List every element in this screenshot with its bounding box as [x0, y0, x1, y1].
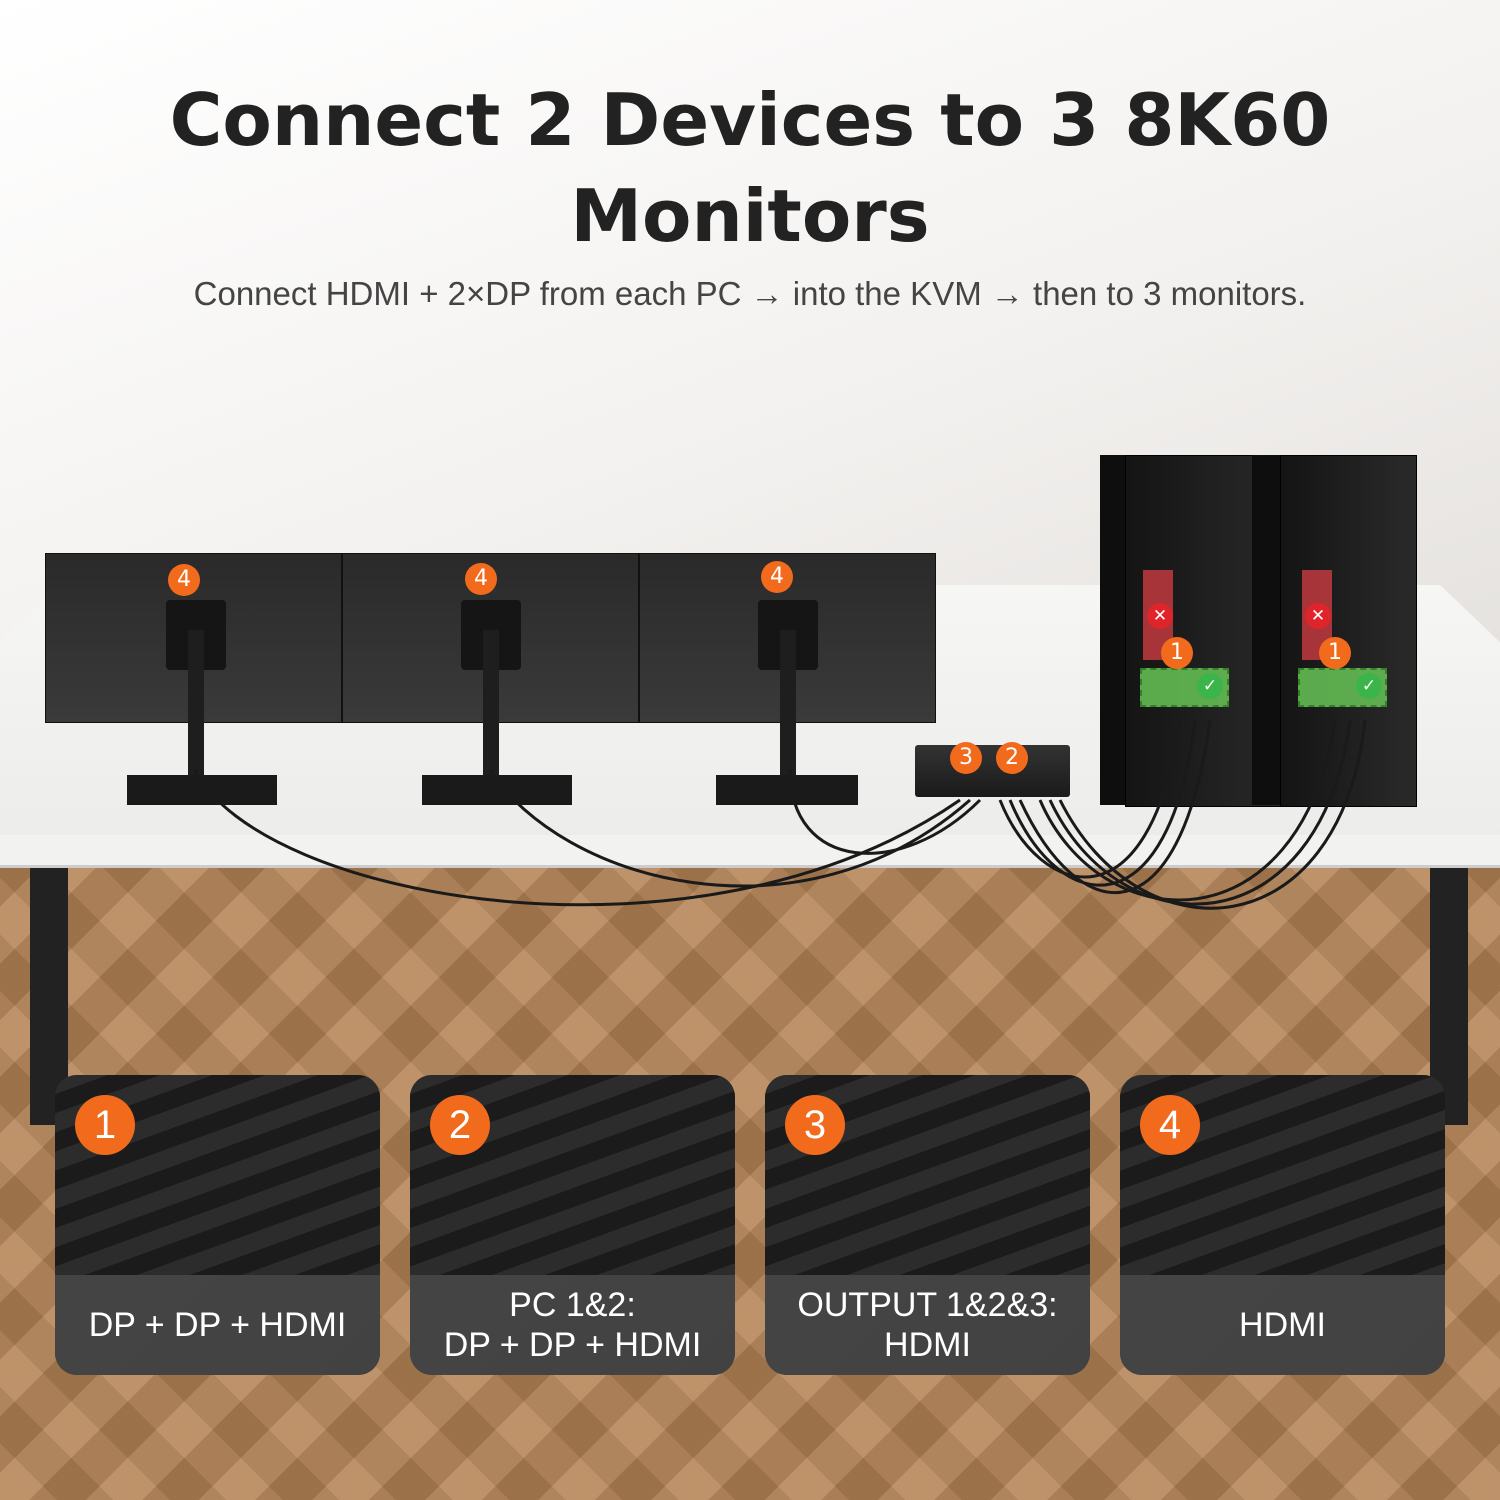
caption-line: PC 1&2: [509, 1286, 636, 1324]
desk-edge [0, 835, 1500, 868]
panel-caption: PC 1&2:DP + DP + HDMI [410, 1275, 735, 1375]
caption-line: DP + DP + HDMI [443, 1326, 702, 1364]
step-badge: 4 [465, 563, 497, 595]
panel-caption: DP + DP + HDMI [55, 1275, 380, 1375]
page-title: Connect 2 Devices to 3 8K60 Monitors [169, 78, 1331, 258]
detail-panel-pc-gpu: 1 DP + DP + HDMI [55, 1075, 380, 1375]
monitor-stand [188, 630, 204, 780]
caption-line: HDMI [1239, 1306, 1326, 1344]
step-badge: 1 [1161, 637, 1193, 669]
step-badge: 2 [430, 1095, 490, 1155]
step-badge: 4 [1140, 1095, 1200, 1155]
panel-caption: HDMI [1120, 1275, 1445, 1375]
panel-caption: OUTPUT 1&2&3:HDMI [765, 1275, 1090, 1375]
detail-panel-kvm-outputs: 3 OUTPUT 1&2&3:HDMI [765, 1075, 1090, 1375]
page-subtitle: Connect HDMI + 2×DP from each PC → into … [193, 275, 1307, 312]
caption-line: DP + DP + HDMI [88, 1306, 347, 1344]
check-icon: ✓ [1197, 673, 1223, 699]
step-badge: 3 [950, 742, 982, 774]
x-icon: ✕ [1147, 603, 1173, 629]
cables [193, 719, 1367, 910]
monitor-base [716, 775, 858, 805]
x-icon: ✕ [1305, 603, 1331, 629]
caption-line: OUTPUT 1&2&3: [797, 1286, 1058, 1324]
monitor-stand [780, 630, 796, 780]
monitor-stand [483, 630, 499, 780]
check-icon: ✓ [1356, 673, 1382, 699]
detail-panel-monitor: 4 HDMI [1120, 1075, 1445, 1375]
step-badge: 3 [785, 1095, 845, 1155]
step-badge: 4 [168, 564, 200, 596]
step-badge: 1 [1319, 637, 1351, 669]
kvm-switch [915, 745, 1070, 797]
pc-side [1252, 455, 1282, 805]
caption-line: HDMI [884, 1326, 971, 1364]
step-badge: 2 [996, 742, 1028, 774]
step-badge: 1 [75, 1095, 135, 1155]
step-badge: 4 [761, 561, 793, 593]
detail-panel-kvm-inputs: 2 PC 1&2:DP + DP + HDMI [410, 1075, 735, 1375]
